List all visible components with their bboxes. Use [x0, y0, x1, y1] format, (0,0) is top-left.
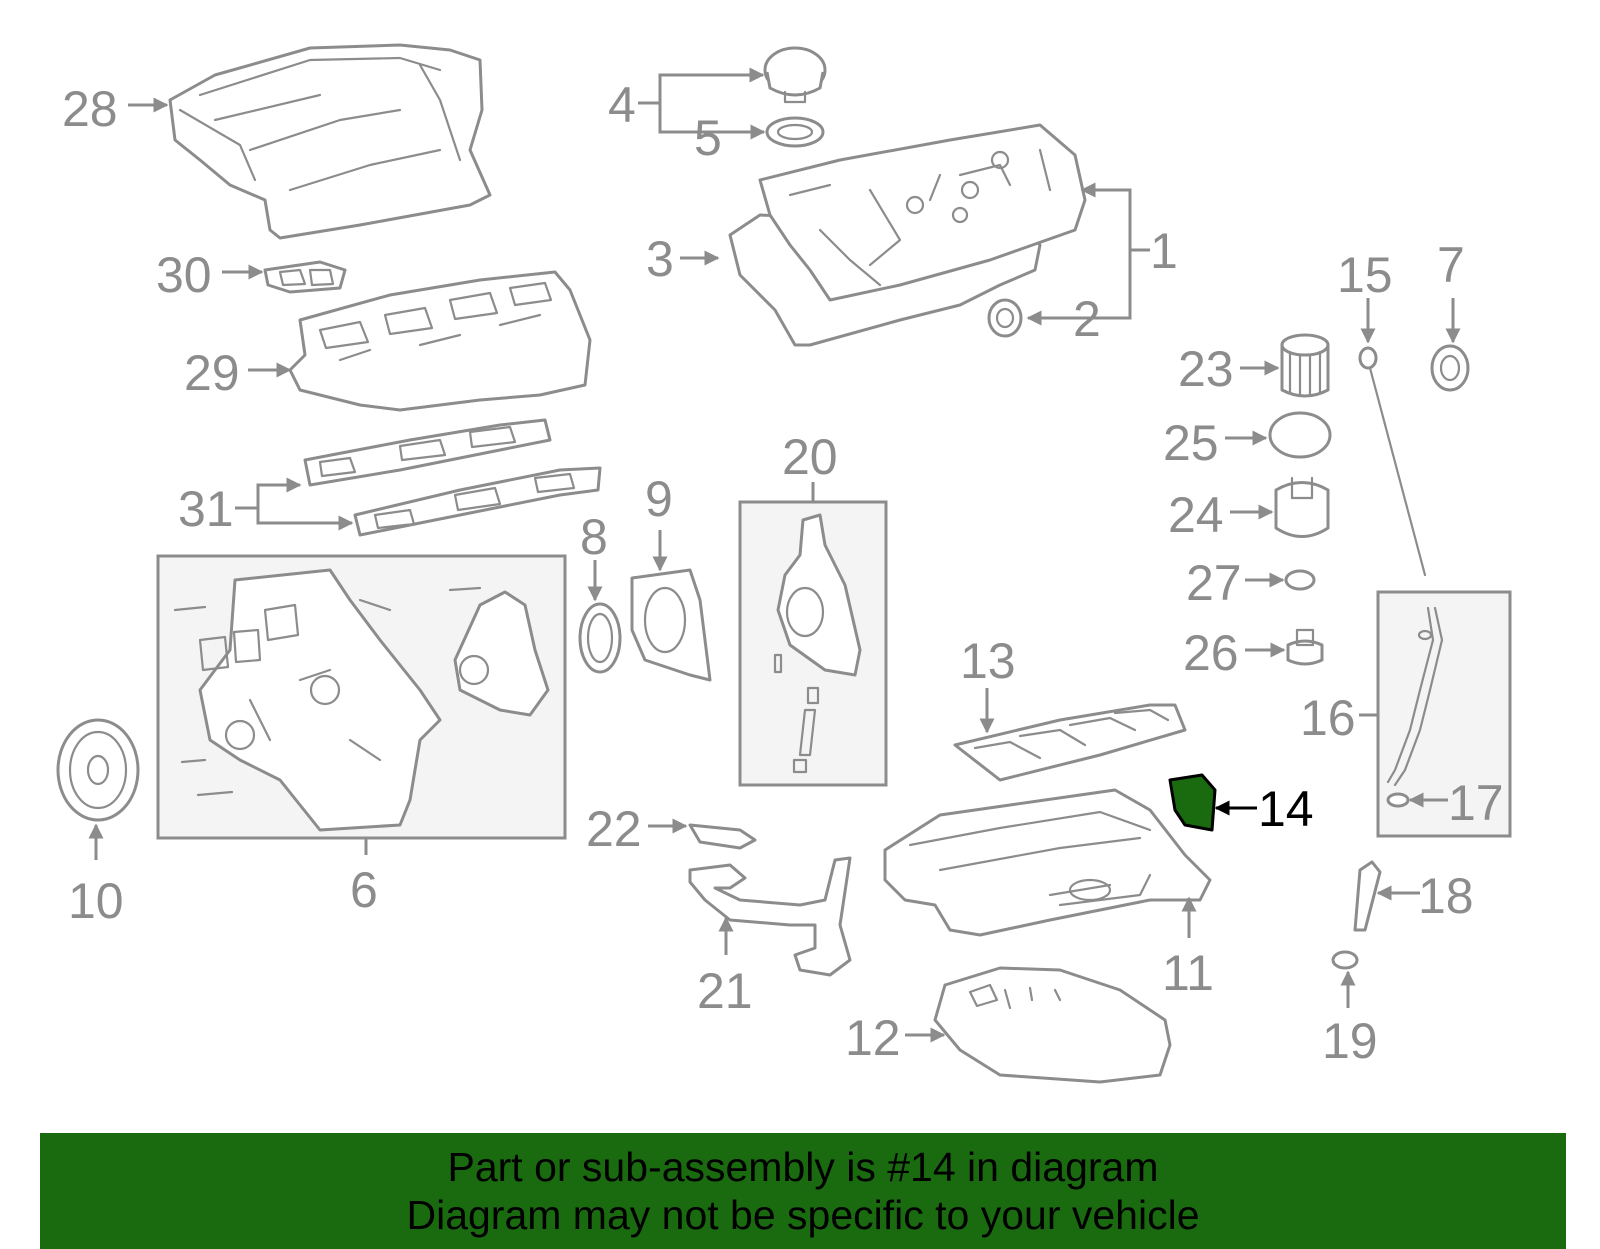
banner-disclaimer-line: Diagram may not be specific to your vehi… — [406, 1192, 1200, 1238]
callout-15: 15 — [1337, 247, 1393, 303]
info-banner: Part or sub-assembly is #14 in diagram D… — [40, 1133, 1566, 1249]
callout-6: 6 — [350, 862, 378, 918]
part-13-baffle-plate — [953, 703, 1187, 782]
callout-22: 22 — [586, 801, 642, 857]
callout-26: 26 — [1183, 625, 1239, 681]
callout-25: 25 — [1163, 415, 1219, 471]
callout-17: 17 — [1448, 775, 1504, 831]
part-27-small-o-ring — [1284, 569, 1316, 591]
part-31-intake-gaskets — [303, 418, 602, 537]
callout-20: 20 — [782, 429, 838, 485]
part-23-oil-filter — [1280, 333, 1330, 398]
part-10-crank-pulley — [56, 718, 140, 822]
callout-12: 12 — [845, 1010, 901, 1066]
part-19-o-ring — [1331, 950, 1359, 970]
callout-5: 5 — [694, 110, 722, 166]
part-17-o-ring — [1386, 792, 1410, 808]
part-30-gasket — [263, 260, 347, 294]
callout-28: 28 — [62, 81, 118, 137]
callout-31: 31 — [178, 481, 234, 537]
part-7-seal — [1430, 344, 1470, 392]
callout-19: 19 — [1322, 1013, 1378, 1069]
callout-4: 4 — [608, 77, 636, 133]
part-8-seal — [578, 602, 622, 674]
callout-labels: 28 30 29 31 4 5 3 1 2 15 7 23 25 24 27 2… — [62, 77, 1504, 1069]
callout-11: 11 — [1162, 945, 1214, 1001]
part-29-intake-manifold — [288, 270, 592, 412]
banner-part-line: Part or sub-assembly is #14 in diagram — [447, 1144, 1159, 1190]
callout-24: 24 — [1168, 487, 1224, 543]
part-24-filter-cap — [1274, 476, 1330, 538]
callout-14: 14 — [1258, 781, 1314, 837]
part-18-guide — [1353, 860, 1382, 932]
part-12-oil-pan-lower — [933, 966, 1172, 1084]
callout-23: 23 — [1178, 341, 1234, 397]
callout-1: 1 — [1150, 223, 1178, 279]
callout-18: 18 — [1418, 868, 1474, 924]
callout-29: 29 — [184, 345, 240, 401]
callout-27: 27 — [1186, 555, 1242, 611]
part-26-plug — [1286, 628, 1324, 666]
callout-13: 13 — [960, 633, 1016, 689]
callout-3: 3 — [646, 231, 674, 287]
callout-30: 30 — [156, 247, 212, 303]
callout-10: 10 — [68, 873, 124, 929]
part-28-intake-plenum — [168, 43, 492, 240]
part-4-oil-filler-cap — [763, 46, 827, 104]
part-25-o-ring — [1268, 411, 1332, 459]
part-22-pickup-gasket — [688, 823, 757, 850]
callout-9: 9 — [645, 471, 673, 527]
callout-2: 2 — [1073, 291, 1101, 347]
callout-7: 7 — [1437, 237, 1465, 293]
part-21-oil-strainer — [688, 856, 852, 977]
callout-21: 21 — [697, 963, 753, 1019]
part-6-timing-cover-box — [156, 554, 567, 840]
part-2-seal — [987, 298, 1023, 338]
callout-16: 16 — [1300, 690, 1356, 746]
part-15-dipstick — [1358, 346, 1427, 577]
part-5-cap-seal — [765, 116, 825, 148]
part-1-valve-cover — [758, 123, 1087, 302]
leader-lines — [88, 67, 1461, 1043]
part-11-oil-pan-upper — [883, 788, 1212, 937]
part-20-oil-pump-box — [738, 500, 888, 787]
part-9-seal-retainer — [630, 568, 712, 682]
part-14-highlighted-gasket — [1168, 773, 1217, 832]
callout-8: 8 — [580, 509, 608, 565]
